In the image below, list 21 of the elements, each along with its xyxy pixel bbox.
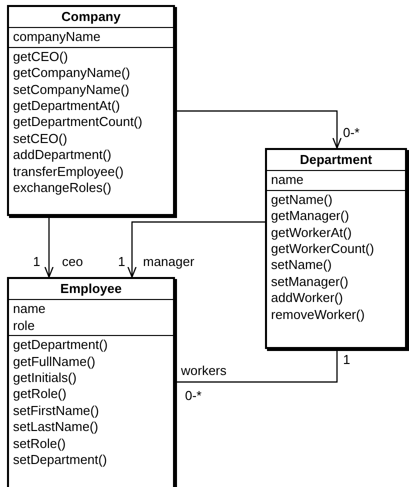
class-box — [265, 148, 407, 349]
class-name: Department — [298, 152, 374, 168]
association-line — [175, 110, 342, 149]
role-label: workers — [181, 364, 227, 378]
class-box — [7, 5, 175, 216]
class-box — [7, 277, 175, 487]
association-line — [175, 349, 338, 383]
operation-list: getCEO() getCompanyName() setCompanyName() getDepartmentAt() getDepartmentCount() setCEO() addDepartment() transferEmployee() exchangeRoles() — [13, 48, 142, 196]
multiplicity-label: 1 — [33, 255, 40, 269]
operation-list: getDepartment() getFullName() getInitials() getRole() setFirstName() setLastName() setRole() setDepartment() — [13, 337, 108, 468]
class-name: Company — [60, 9, 122, 26]
multiplicity-label: 1 — [118, 255, 126, 269]
association-line — [44, 216, 54, 278]
multiplicity-label: 1 — [343, 353, 350, 367]
operation-list: getName() getManager() getWorkerAt() getWorkerCount() setName() setManager() addWorker() removeWorker() — [271, 192, 374, 324]
attribute-list: name — [271, 172, 304, 189]
class-name: Employee — [59, 281, 123, 298]
association-line — [127, 221, 265, 278]
attribute-list: companyName — [13, 29, 100, 46]
multiplicity-label: 0-* — [185, 389, 202, 403]
multiplicity-label: 0-* — [343, 126, 360, 140]
